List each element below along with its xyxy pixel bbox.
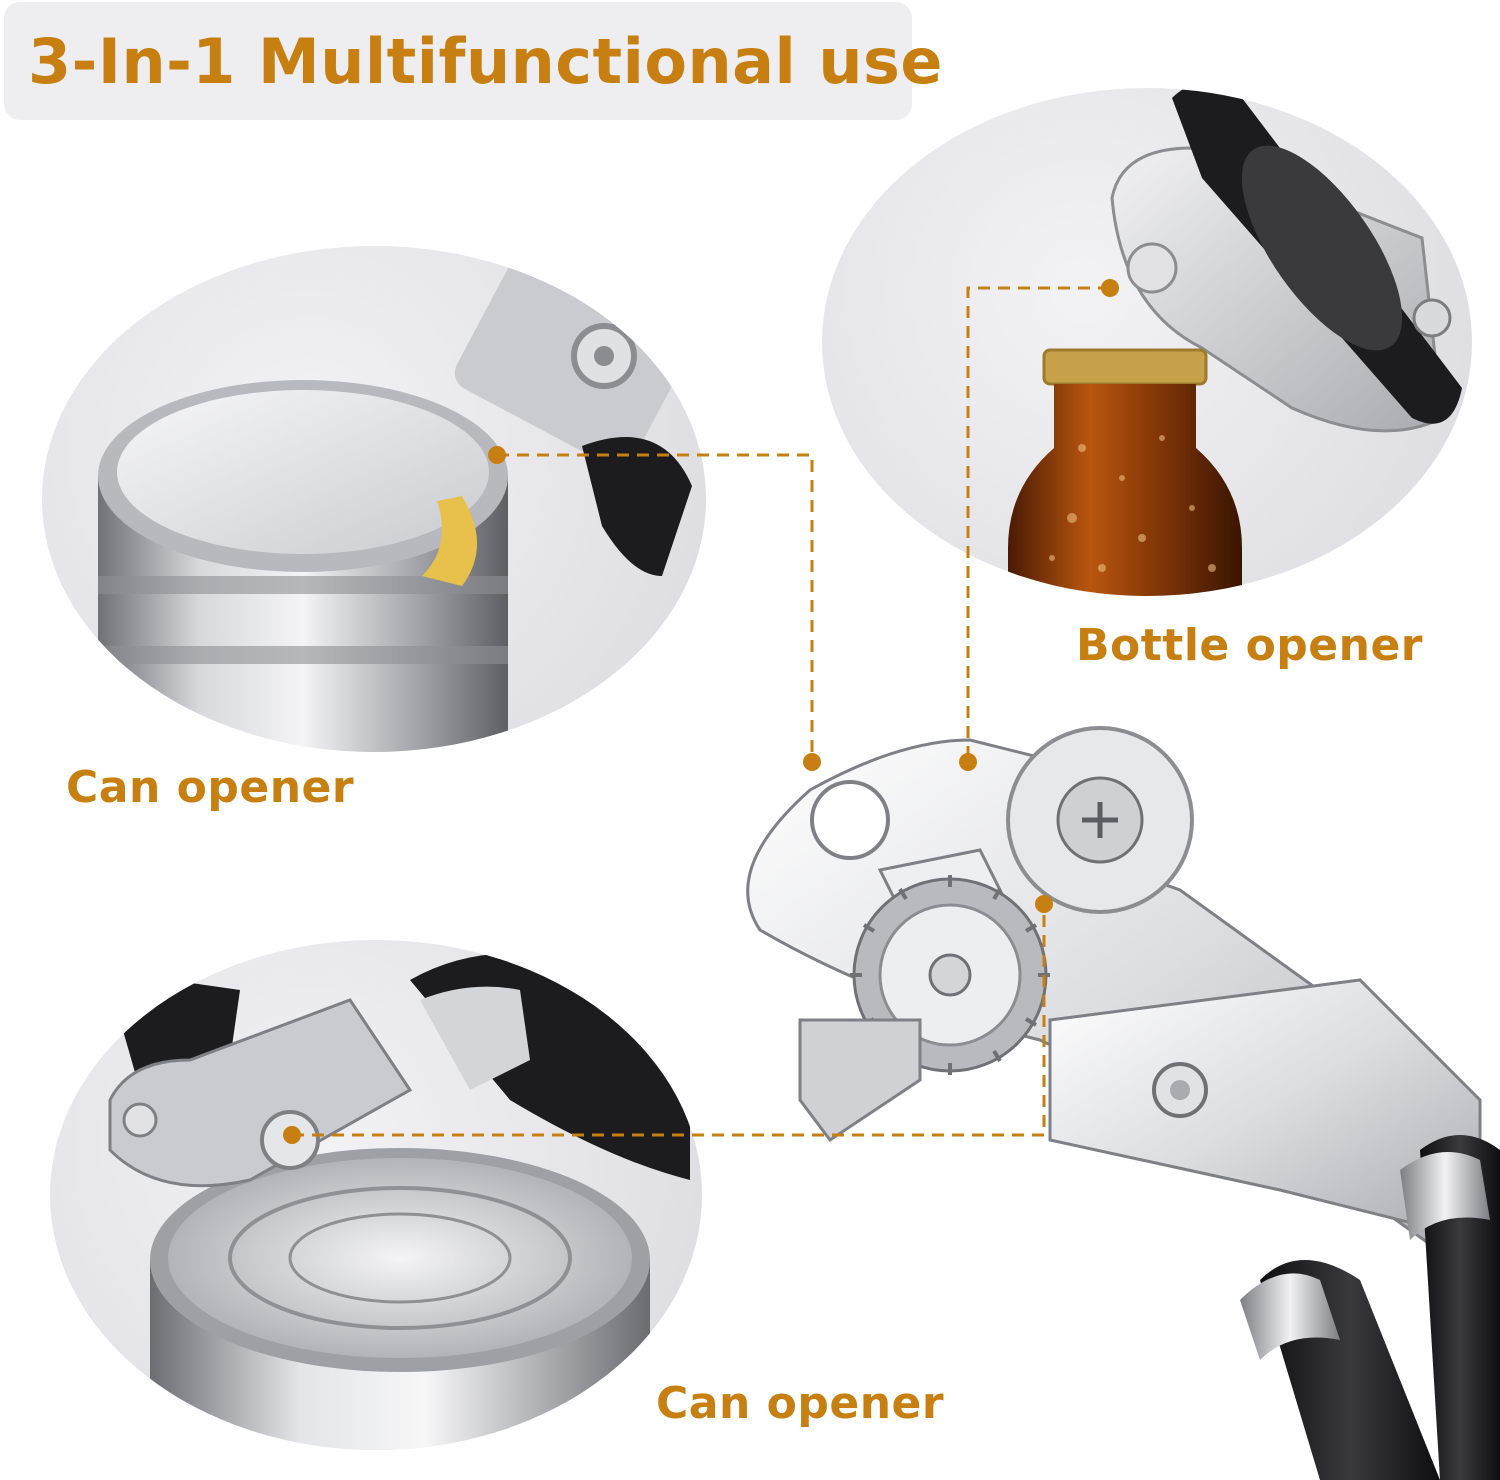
can-opener-top-illustration <box>42 246 706 752</box>
title-banner: 3-In-1 Multifunctional use <box>4 2 942 120</box>
bottle-opener-illustration <box>822 88 1472 596</box>
can-opener-label-top: Can opener <box>66 762 355 813</box>
bottle-opener-label: Bottle opener <box>1076 620 1424 671</box>
can-opener-product <box>746 726 1500 1480</box>
banner-title: 3-In-1 Multifunctional use <box>28 24 943 98</box>
bottle-image <box>1008 88 1462 596</box>
can-bottom-image <box>108 953 690 1450</box>
can-opener-label-bottom: Can opener <box>656 1378 945 1429</box>
can-top-image <box>98 254 692 752</box>
can-opener-bottom-illustration <box>50 940 702 1450</box>
